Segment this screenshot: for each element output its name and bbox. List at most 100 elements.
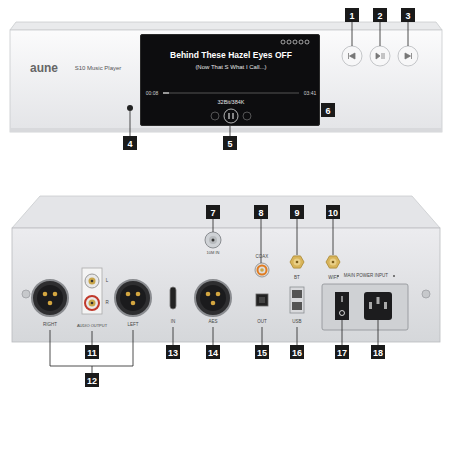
leader-line (213, 327, 214, 345)
screen-text: (Now That S What I Call...) (195, 64, 266, 70)
prev-glyph (349, 53, 356, 59)
leader-line (173, 327, 174, 345)
front-lip (10, 128, 442, 132)
xlr-pin (126, 292, 131, 297)
screen-text: 00:08 (146, 91, 159, 96)
callout-box: 3 (401, 8, 415, 22)
play-glyph (376, 53, 384, 59)
callout-number: 17 (337, 348, 347, 357)
front-panel (10, 30, 442, 132)
control-icon (243, 112, 251, 120)
callout-box: 11 (85, 345, 99, 359)
callout-number: 2 (377, 11, 382, 20)
callout-number: 7 (210, 208, 215, 217)
callout-box: 9 (290, 205, 304, 219)
leader-line (262, 327, 263, 345)
rca-ring (89, 278, 96, 285)
optical-inner (259, 297, 265, 303)
xlr-pin (53, 292, 58, 297)
xlr-pin (43, 292, 48, 297)
xlr-pin (216, 292, 221, 297)
callout-number: 10 (328, 208, 338, 217)
leader-line (297, 219, 298, 255)
control-icon (211, 112, 219, 120)
callout-number: 8 (258, 208, 263, 217)
status-icon (299, 40, 303, 44)
status-icon (287, 40, 291, 44)
bnc-pin (212, 239, 215, 242)
callout-box: 15 (255, 345, 269, 359)
bnc-connector (205, 232, 221, 248)
antenna-pin (296, 261, 299, 264)
port-label: USB (292, 320, 301, 325)
antenna-connector (290, 256, 304, 268)
callout-number: 5 (227, 139, 232, 148)
screen-text: 32Bit/384K (218, 100, 245, 106)
callout-number: 6 (325, 106, 330, 115)
antenna-pin (332, 261, 335, 264)
rca-plate (82, 268, 102, 314)
callout-box: 5 (223, 136, 237, 150)
leader-line (342, 320, 343, 345)
callout-number: 1 (349, 11, 354, 20)
leader-line (130, 111, 131, 136)
next-glyph (405, 53, 412, 59)
xlr-face (120, 285, 146, 311)
port-label: LEFT (127, 323, 138, 328)
pause-icon (229, 113, 233, 119)
leader-line (408, 22, 409, 46)
leader-line (378, 320, 379, 345)
callout-box: 2 (373, 8, 387, 22)
model-name: S10 Music Player (75, 65, 122, 71)
status-icon (293, 40, 297, 44)
port-label: AUDIO OUTPUT (77, 324, 107, 328)
coax-jack (255, 263, 269, 277)
usb-c-port (170, 287, 176, 309)
callout-number: 16 (292, 348, 302, 357)
switch-on-mark (342, 296, 343, 302)
power-switch (335, 292, 349, 320)
screw (22, 290, 30, 298)
screen-text: 03:41 (304, 91, 317, 96)
usb-slot (292, 302, 302, 310)
top-surface (12, 196, 440, 228)
callout-box: 16 (290, 345, 304, 359)
callout-box: 12 (85, 373, 99, 387)
screen-text: Behind These Hazel Eyes OFF (170, 51, 292, 60)
callout-box: 4 (123, 136, 137, 150)
label-dot (393, 275, 395, 277)
xlr-pin (48, 301, 53, 306)
port-label: BT (294, 276, 300, 281)
coax-ring (258, 266, 267, 275)
callout-box: 13 (166, 345, 180, 359)
xlr-connector (195, 280, 231, 316)
leader-line (297, 327, 298, 345)
iec-pin (369, 302, 372, 309)
channel-label: R (105, 301, 108, 306)
callout-number: 14 (208, 348, 218, 357)
top-edge (10, 22, 442, 30)
bnc-inner (209, 236, 217, 244)
switch-off-mark (340, 311, 345, 316)
leader-line (92, 331, 93, 345)
port-label: RIGHT (43, 323, 57, 328)
callout-number: 15 (257, 348, 267, 357)
status-icon (305, 40, 309, 44)
leader-line (380, 22, 381, 46)
coax-pin (260, 268, 264, 272)
prev-button (342, 46, 362, 66)
progress-track (163, 93, 299, 94)
iec-inlet (364, 292, 392, 320)
xlr-face (200, 285, 226, 311)
callout-number: 11 (87, 348, 97, 357)
progress-fill (163, 93, 169, 94)
callout-box: 8 (254, 205, 268, 219)
ir-hole (127, 105, 133, 111)
antenna-inner (294, 259, 301, 266)
callout-box: 6 (321, 103, 335, 117)
port-label: COAX (256, 255, 269, 260)
status-icon (281, 40, 285, 44)
iec-pin (377, 297, 380, 304)
port-label: IN (171, 320, 176, 325)
